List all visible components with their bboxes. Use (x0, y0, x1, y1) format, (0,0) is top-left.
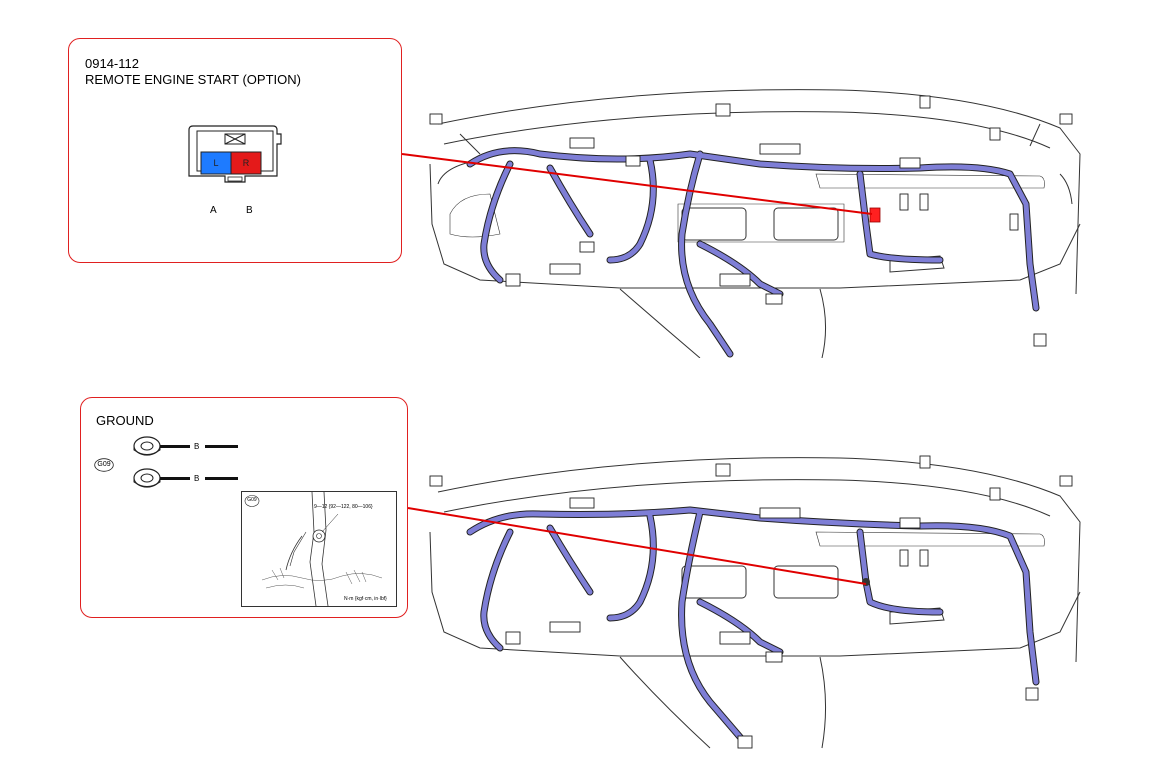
terminal-b-label: B (246, 205, 253, 216)
dashboard-harness-diagram-top (429, 89, 1081, 358)
pin-r-label: R (242, 158, 250, 168)
dashboard-harness-diagram-bottom (429, 455, 1081, 749)
torque-spec: 9—12 {92—122, 80—106} (314, 504, 373, 510)
remote-start-connector-marker (869, 207, 881, 223)
ground-id-label: G09 (97, 461, 111, 468)
pin-l-label: L (213, 158, 219, 168)
ground-terminals-icon (133, 436, 238, 488)
torque-unit: N·m {kgf·cm, in·lbf} (344, 596, 387, 602)
ground-badge-icon (94, 458, 114, 472)
connector-code: 0914-112 (85, 56, 139, 71)
ground-callout-panel: GROUND G09 B B G09 (80, 397, 408, 618)
connector-face-icon (188, 125, 282, 183)
connector-name: REMOTE ENGINE START (OPTION) (85, 72, 301, 87)
ground-title: GROUND (96, 413, 154, 428)
inset-ground-id: G09 (247, 497, 257, 503)
ground-point-marker (862, 578, 870, 586)
terminal-a-label: A (210, 205, 217, 216)
ground-bolt-drawing (244, 492, 383, 606)
connector-callout-panel: 0914-112 REMOTE ENGINE START (OPTION) L … (68, 38, 402, 263)
wire-color-label: B (194, 474, 200, 483)
wire-color-label: B (194, 442, 200, 451)
ground-install-inset: G09 9—12 {92—122, 80—106} N·m {kgf·cm, i… (241, 491, 397, 607)
